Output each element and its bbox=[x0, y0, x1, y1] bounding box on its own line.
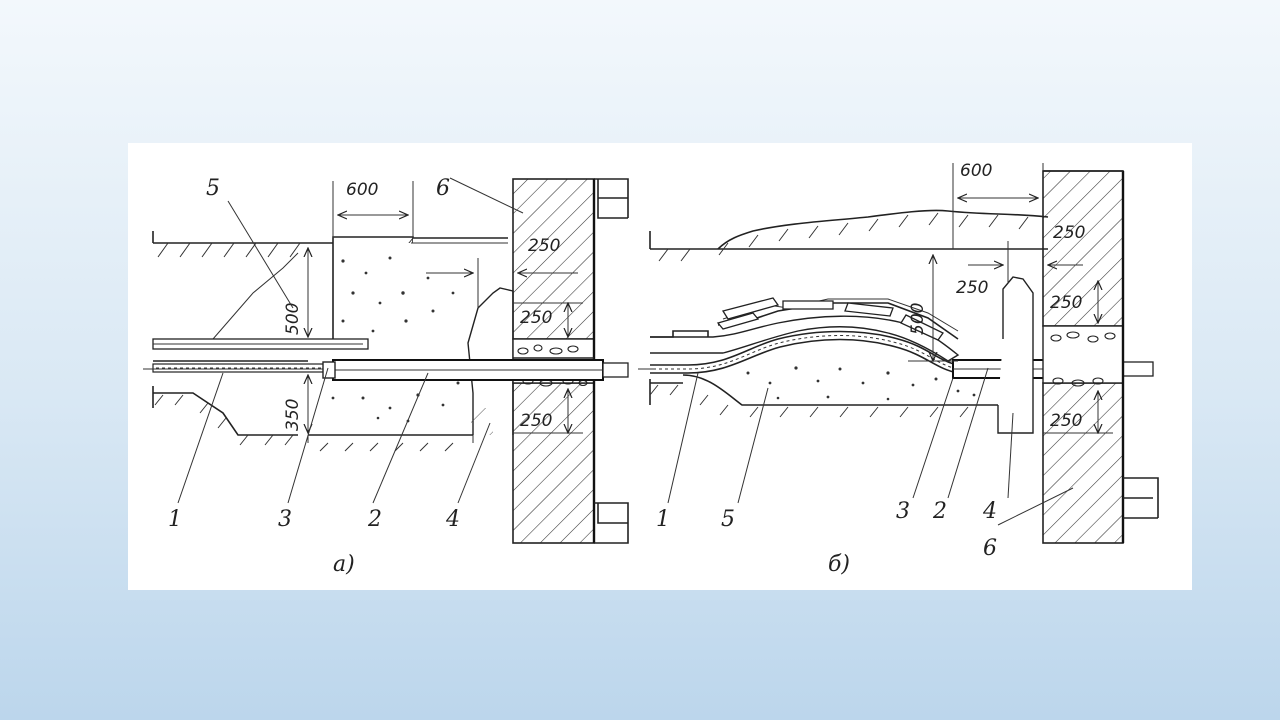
panel-b-dim-600-label: 600 bbox=[960, 161, 992, 181]
panel-a-callout-2: 2 bbox=[367, 507, 382, 532]
panel-b-terrain bbox=[649, 209, 1049, 262]
panel-a-dim-500-label: 500 bbox=[283, 303, 303, 335]
panel-b-breakout-4 bbox=[997, 276, 1034, 434]
panel-b-bedding bbox=[650, 297, 998, 406]
panel-b: 600 500 250 250 250 250 bbox=[638, 161, 1159, 577]
panel-a-slope bbox=[212, 252, 299, 340]
panel-a-callout-6: 6 bbox=[436, 176, 450, 201]
panel-b-callout-4: 4 bbox=[982, 499, 997, 524]
panel-b-callouts bbox=[667, 367, 1074, 526]
panel-a-dim-gap bbox=[426, 258, 578, 308]
panel-b-callout-3: 3 bbox=[896, 499, 910, 524]
panel-a-callout-3: 3 bbox=[278, 507, 292, 532]
panel-a-dim-350-label: 350 bbox=[283, 399, 303, 431]
panel-a: 600 500 350 bbox=[143, 176, 629, 577]
panel-a-dim-600-label: 600 bbox=[346, 180, 378, 200]
panel-b-wall bbox=[1042, 170, 1159, 544]
panel-a-pipes bbox=[143, 338, 629, 381]
panel-b-dim-600: 600 bbox=[952, 161, 1044, 249]
technical-drawing: 600 500 350 bbox=[128, 143, 1192, 590]
panel-a-callout-4: 4 bbox=[445, 507, 460, 532]
panel-b-dim-500-label: 500 bbox=[908, 303, 928, 335]
drawing-canvas: 600 500 350 bbox=[143, 161, 1159, 577]
panel-b-dim-500: 500 bbox=[908, 255, 958, 361]
panel-a-concrete-block bbox=[308, 237, 508, 436]
panel-a-callout-5: 5 bbox=[206, 176, 220, 201]
panel-a-wall-dim-mid: 250 bbox=[520, 308, 552, 328]
panel-b-wall-dim-top: 250 bbox=[1053, 223, 1085, 243]
panel-b-wall-dim-bottom: 250 bbox=[1050, 411, 1082, 431]
panel-b-ground-lower bbox=[649, 379, 969, 418]
panel-a-callouts bbox=[177, 177, 524, 504]
panel-b-callout-6: 6 bbox=[983, 536, 997, 561]
panel-a-callout-1: 1 bbox=[168, 507, 182, 532]
panel-a-wall-dim-top: 250 bbox=[528, 236, 560, 256]
panel-b-callout-2: 2 bbox=[932, 499, 947, 524]
panel-b-dim-gap-label: 250 bbox=[956, 278, 988, 298]
panel-a-dim-500: 500 bbox=[283, 248, 308, 337]
panel-a-dim-350: 350 bbox=[283, 375, 308, 433]
panel-b-wall-dim-mid: 250 bbox=[1050, 293, 1082, 313]
panel-b-caption: б) bbox=[828, 552, 850, 577]
panel-a-wall-dim-bottom: 250 bbox=[520, 411, 552, 431]
panel-a-dim-600: 600 bbox=[332, 180, 414, 238]
panel-b-callout-1: 1 bbox=[656, 507, 670, 532]
panel-a-caption: а) bbox=[333, 552, 355, 577]
panel-b-dim-gap: 250 bbox=[956, 241, 1083, 298]
panel-b-callout-5: 5 bbox=[721, 507, 735, 532]
